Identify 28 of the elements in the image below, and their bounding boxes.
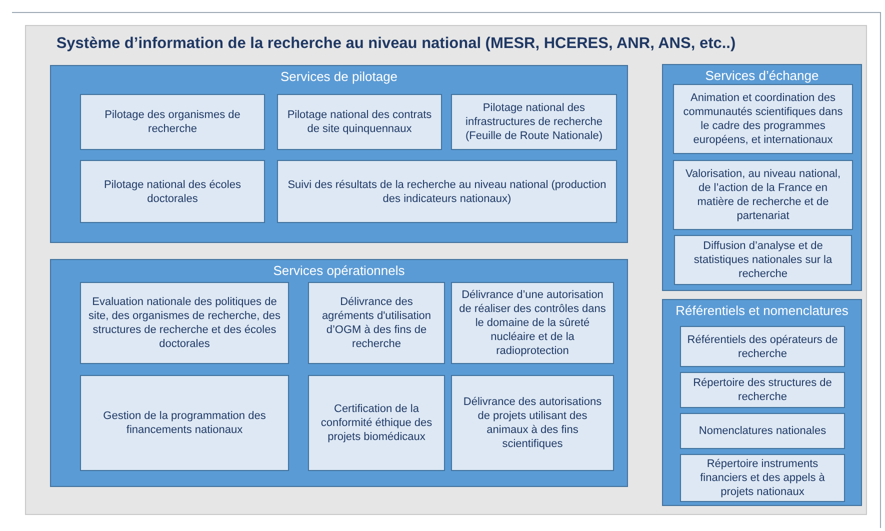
group-panel: [662, 299, 862, 506]
panel-heading: Services opérationnels: [272, 263, 406, 278]
diagram-frame: [25, 25, 867, 515]
service-box: Diffusion d’analyse et de statistiques nationales sur la recherche: [674, 235, 852, 285]
group-panel: [662, 64, 862, 291]
service-box: Délivrance des autorisations de projets utilisant des animaux à des fins scientifiques: [451, 375, 614, 471]
service-box: Répertoire instruments financiers et des appels à projets nationaux: [680, 454, 845, 502]
service-box: Référentiels des opérateurs de recherche: [680, 326, 845, 367]
service-box: Délivrance d’une autorisation de réaliser des contrôles dans le domaine de la sûreté nucléaire et de la radioprotection: [451, 282, 614, 364]
service-box: Evaluation nationale des politiques de site, des organismes de recherche, des structures de recherche et des écoles doctorales: [80, 282, 289, 364]
service-box: Gestion de la programmation des financements nationaux: [80, 375, 289, 471]
group-panel: [50, 65, 628, 243]
panel-heading: Services d’échange: [704, 68, 820, 83]
service-box: Pilotage des organismes de recherche: [80, 94, 265, 150]
service-box: Nomenclatures nationales: [680, 413, 845, 449]
group-panel: [50, 259, 628, 487]
service-box: Délivrance des agréments d'utilisation d’OGM à des fins de recherche: [308, 282, 445, 364]
service-box: Animation et coordination des communautés scientifiques dans le cadre des programmes européens, et internationaux: [673, 84, 853, 154]
service-box: Certification de la conformité éthique des projets biomédicaux: [308, 375, 445, 471]
service-box: Pilotage national des écoles doctorales: [80, 160, 265, 223]
service-box: Pilotage national des contrats de site quinquennaux: [277, 94, 442, 150]
service-box: Suivi des résultats de la recherche au niveau national (production des indicateurs nationaux): [277, 160, 617, 223]
panel-heading: Services de pilotage: [279, 69, 399, 84]
panel-heading: Référentiels et nomenclatures: [674, 303, 850, 318]
service-box: Répertoire des structures de recherche: [680, 372, 845, 408]
service-box: Valorisation, au niveau national, de l’action de la France en matière de recherche et de partenariat: [673, 160, 853, 230]
frame-heading: Système d’information de la recherche au niveau national (MESR, HCERES, ANR, ANS, etc..): [55, 35, 737, 53]
service-box: Pilotage national des infrastructures de recherche (Feuille de Route Nationale): [451, 94, 617, 150]
